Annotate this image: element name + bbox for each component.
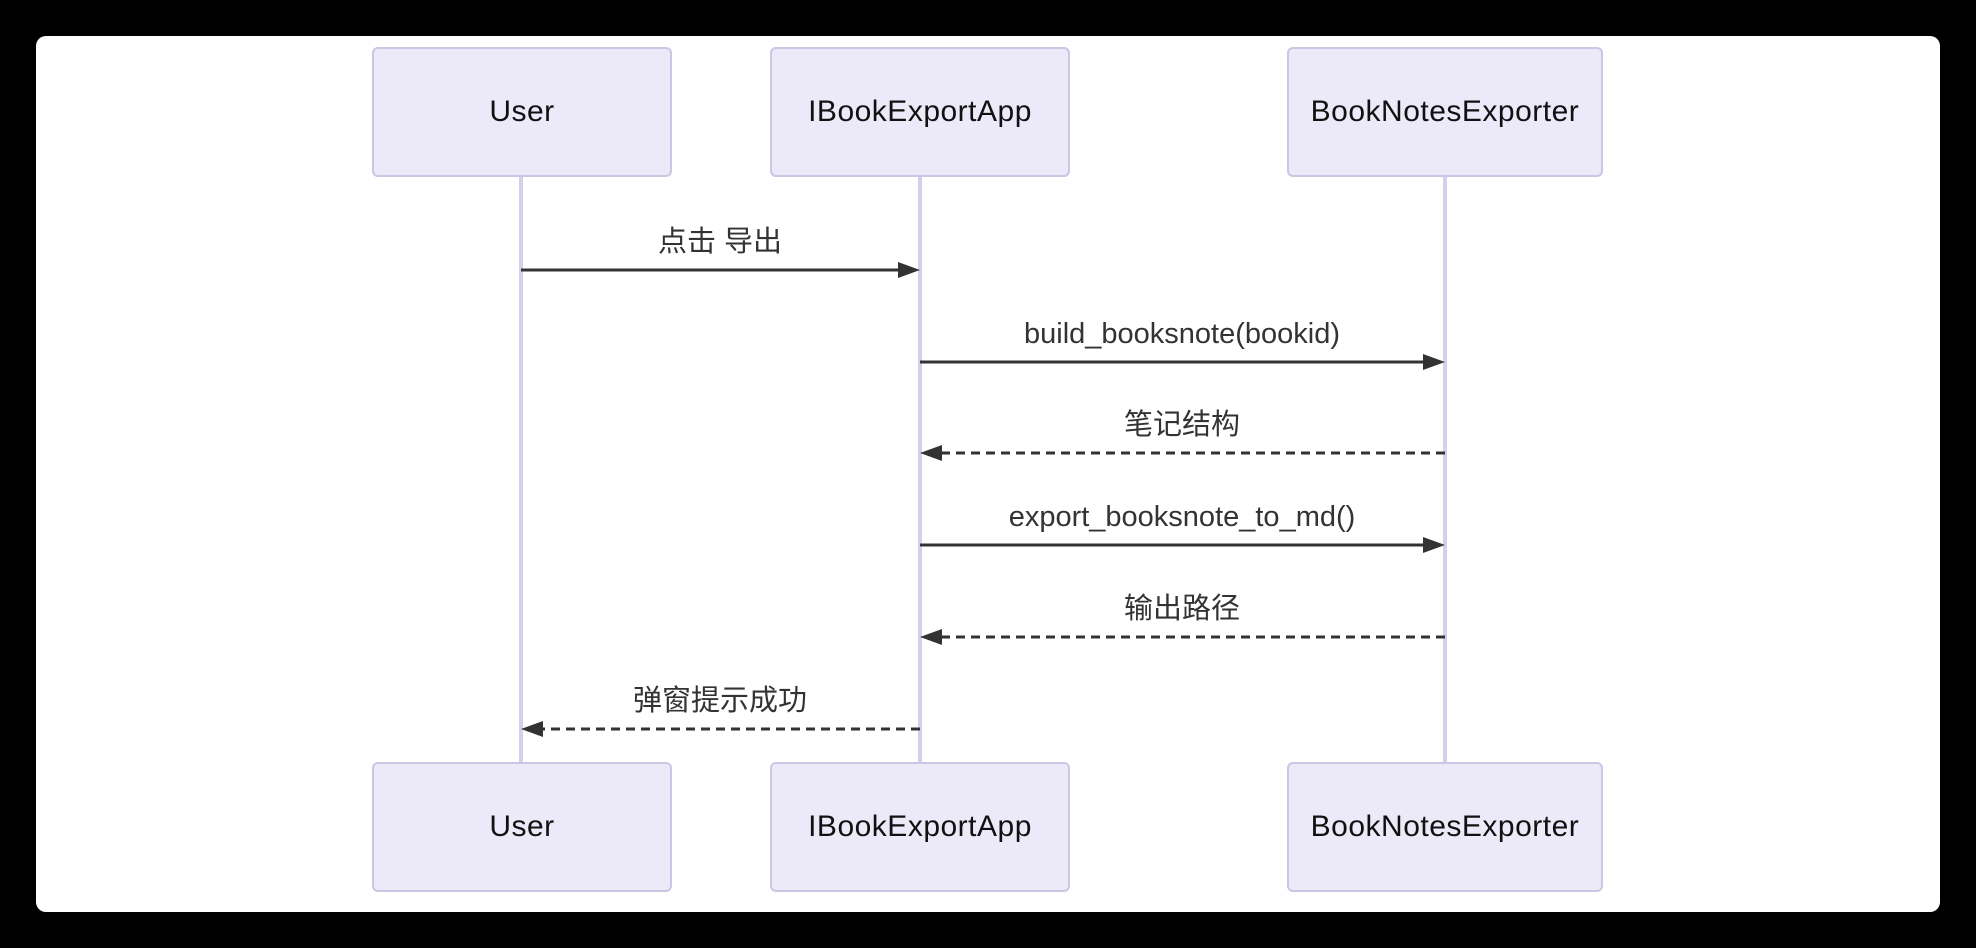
actor-box-booknotesexporter-top: BookNotesExporter — [1287, 47, 1603, 177]
message-label-output-path: 输出路径 — [1123, 593, 1241, 625]
message-label-build-booksnote: build_booksnote(bookid) — [1024, 318, 1340, 350]
message-arrow-popup-success-return — [521, 721, 920, 737]
actor-box-ibookexportapp-top: IBookExportApp — [770, 47, 1070, 177]
lifeline-user — [519, 177, 523, 762]
message-label-export-booksnote-to-md: export_booksnote_to_md() — [1008, 501, 1356, 533]
message-arrow-output-path-return — [920, 629, 1445, 645]
actor-box-booknotesexporter-bottom: BookNotesExporter — [1287, 762, 1603, 892]
message-label-popup-success: 弹窗提示成功 — [632, 685, 808, 717]
actor-box-user-top: User — [372, 47, 672, 177]
actor-label-user-bottom: User — [489, 810, 555, 843]
actor-box-ibookexportapp-bottom: IBookExportApp — [770, 762, 1070, 892]
actor-box-user-bottom: User — [372, 762, 672, 892]
message-arrow-build-booksnote — [920, 354, 1445, 370]
lifeline-ibookexportapp — [918, 177, 922, 762]
message-arrow-note-structure-return — [920, 445, 1445, 461]
message-arrow-click-export — [521, 262, 920, 278]
actor-label-ibookexportapp-bottom: IBookExportApp — [808, 810, 1032, 843]
message-label-click-export: 点击 导出 — [657, 226, 783, 258]
message-label-note-structure: 笔记结构 — [1123, 409, 1241, 441]
actor-label-booknotesexporter-bottom: BookNotesExporter — [1310, 810, 1580, 843]
lifeline-booknotesexporter — [1443, 177, 1447, 762]
actor-label-ibookexportapp: IBookExportApp — [808, 95, 1032, 128]
diagram-canvas: User IBookExportApp BookNotesExporter — [36, 36, 1940, 912]
actor-label-user: User — [489, 95, 555, 128]
actor-label-booknotesexporter: BookNotesExporter — [1310, 95, 1580, 128]
message-arrow-export-booksnote-to-md — [920, 537, 1445, 553]
